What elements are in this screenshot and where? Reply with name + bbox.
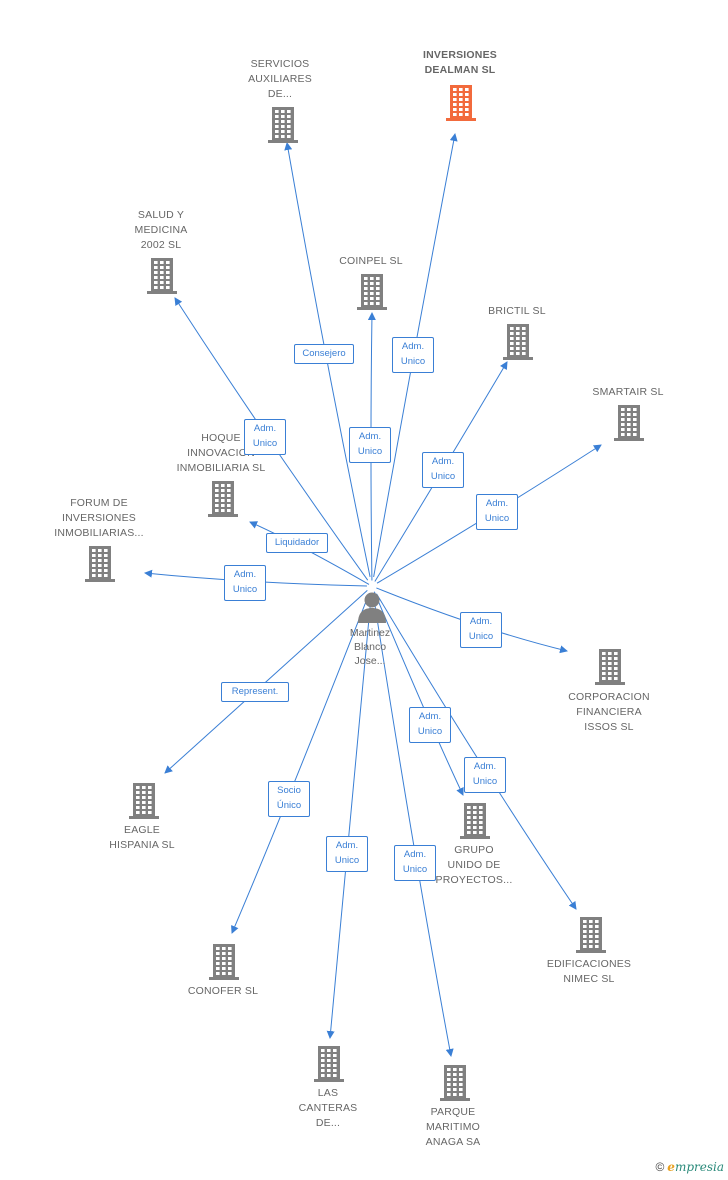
building-icon-edificaciones[interactable] bbox=[575, 917, 607, 953]
footer-brand: ©empresia bbox=[655, 1160, 724, 1174]
brand-logo-text: mpresia bbox=[674, 1160, 724, 1174]
copyright-symbol: © bbox=[655, 1160, 665, 1174]
building-icon-eagle[interactable] bbox=[128, 783, 160, 819]
building-icon-smartair[interactable] bbox=[613, 405, 645, 441]
building-icon-forum[interactable] bbox=[84, 546, 116, 582]
building-icon-corporacion[interactable] bbox=[594, 649, 626, 685]
relation-label-coinpel[interactable]: Adm. Unico bbox=[349, 427, 391, 463]
building-icon-servicios[interactable] bbox=[267, 107, 299, 143]
brand-logo-letter: e bbox=[667, 1160, 675, 1174]
company-label-edificaciones[interactable]: EDIFICACIONES NIMEC SL bbox=[546, 958, 632, 985]
person-name[interactable]: Martinez Blanco Jose... bbox=[349, 627, 391, 667]
building-icon-grupo[interactable] bbox=[459, 803, 491, 839]
company-label-hoque[interactable]: HOQUE INNOVACION INMOBILIARIA SL bbox=[176, 432, 266, 474]
building-icon-brictil[interactable] bbox=[502, 324, 534, 360]
edge-canteras bbox=[326, 596, 372, 1039]
building-icon-canteras[interactable] bbox=[313, 1046, 345, 1082]
company-label-servicios[interactable]: SERVICIOS AUXILIARES DE... bbox=[248, 58, 312, 100]
relation-label-eagle[interactable]: Represent. bbox=[221, 682, 289, 702]
relation-label-salud[interactable]: Adm. Unico bbox=[244, 419, 286, 455]
relation-label-brictil[interactable]: Adm. Unico bbox=[422, 452, 464, 488]
relation-label-dealman[interactable]: Adm. Unico bbox=[392, 337, 434, 373]
relation-label-hoque[interactable]: Liquidador bbox=[266, 533, 328, 553]
relation-label-conofer[interactable]: Socio Único bbox=[268, 781, 310, 817]
relation-label-forum[interactable]: Adm. Unico bbox=[224, 565, 266, 601]
relation-label-grupo[interactable]: Adm. Unico bbox=[409, 707, 451, 743]
company-label-canteras[interactable]: LAS CANTERAS DE... bbox=[298, 1087, 358, 1129]
building-icon-parque[interactable] bbox=[439, 1065, 471, 1101]
company-label-parque[interactable]: PARQUE MARITIMO ANAGA SA bbox=[425, 1106, 481, 1148]
company-label-forum[interactable]: FORUM DE INVERSIONES INMOBILIARIAS... bbox=[54, 497, 144, 539]
relation-label-canteras[interactable]: Adm. Unico bbox=[326, 836, 368, 872]
company-label-salud[interactable]: SALUD Y MEDICINA 2002 SL bbox=[134, 209, 188, 251]
relation-label-smartair[interactable]: Adm. Unico bbox=[476, 494, 518, 530]
building-icon-dealman[interactable] bbox=[445, 85, 477, 121]
building-icon-salud[interactable] bbox=[146, 258, 178, 294]
building-icon-hoque[interactable] bbox=[207, 481, 239, 517]
relation-label-servicios[interactable]: Consejero bbox=[294, 344, 354, 364]
building-icon-coinpel[interactable] bbox=[356, 274, 388, 310]
company-label-eagle[interactable]: EAGLE HISPANIA SL bbox=[109, 824, 175, 851]
relation-label-edificaciones[interactable]: Adm. Unico bbox=[464, 757, 506, 793]
edge-parque bbox=[373, 597, 454, 1057]
company-label-corporacion[interactable]: CORPORACION FINANCIERA ISSOS SL bbox=[568, 691, 650, 733]
company-label-brictil[interactable]: BRICTIL SL bbox=[488, 305, 546, 317]
company-label-dealman[interactable]: INVERSIONES DEALMAN SL bbox=[423, 49, 497, 76]
company-label-conofer[interactable]: CONOFER SL bbox=[187, 985, 259, 997]
relation-label-parque[interactable]: Adm. Unico bbox=[394, 845, 436, 881]
company-label-smartair[interactable]: SMARTAIR SL bbox=[592, 386, 664, 398]
edge-hoque bbox=[249, 521, 370, 585]
company-label-coinpel[interactable]: COINPEL SL bbox=[339, 255, 403, 267]
building-icon-conofer[interactable] bbox=[208, 944, 240, 980]
company-label-grupo[interactable]: GRUPO UNIDO DE PROYECTOS... bbox=[435, 844, 513, 886]
relation-label-corporacion[interactable]: Adm. Unico bbox=[460, 612, 502, 648]
person-icon[interactable] bbox=[356, 590, 388, 624]
